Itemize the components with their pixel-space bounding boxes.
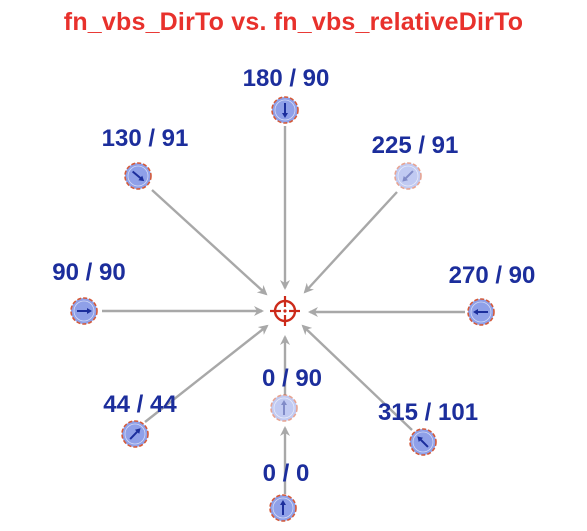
unit-label-southwest: 44 / 44 (103, 391, 177, 418)
arrow-southeast (301, 324, 413, 431)
unit-label-east: 270 / 90 (449, 262, 536, 289)
unit-icon-northwest[interactable] (124, 162, 152, 190)
arrow-northwest (151, 189, 268, 296)
unit-label-west: 90 / 90 (52, 259, 125, 286)
unit-label-northwest: 130 / 91 (102, 125, 189, 152)
unit-label-south-outer: 0 / 0 (263, 460, 310, 487)
target-crosshair-icon (270, 296, 300, 326)
unit-icon-southwest[interactable] (121, 420, 149, 448)
unit-label-south-inner: 0 / 90 (262, 365, 322, 392)
unit-label-northeast: 225 / 91 (372, 132, 459, 159)
unit-icon-south-outer[interactable] (269, 494, 297, 522)
diagram-title: fn_vbs_DirTo vs. fn_vbs_relativeDirTo (63, 8, 524, 36)
unit-icon-west[interactable] (70, 297, 98, 325)
unit-icon-southeast[interactable] (409, 428, 437, 456)
unit-icon-east[interactable] (467, 298, 495, 326)
arrow-southwest (144, 324, 269, 423)
unit-icon-northeast[interactable] (394, 162, 422, 190)
unit-label-southeast: 315 / 101 (378, 399, 478, 426)
arrow-northeast (303, 191, 398, 294)
unit-icon-north[interactable] (271, 96, 299, 124)
unit-label-north: 180 / 90 (243, 65, 330, 92)
unit-icon-south-inner[interactable] (270, 394, 298, 422)
